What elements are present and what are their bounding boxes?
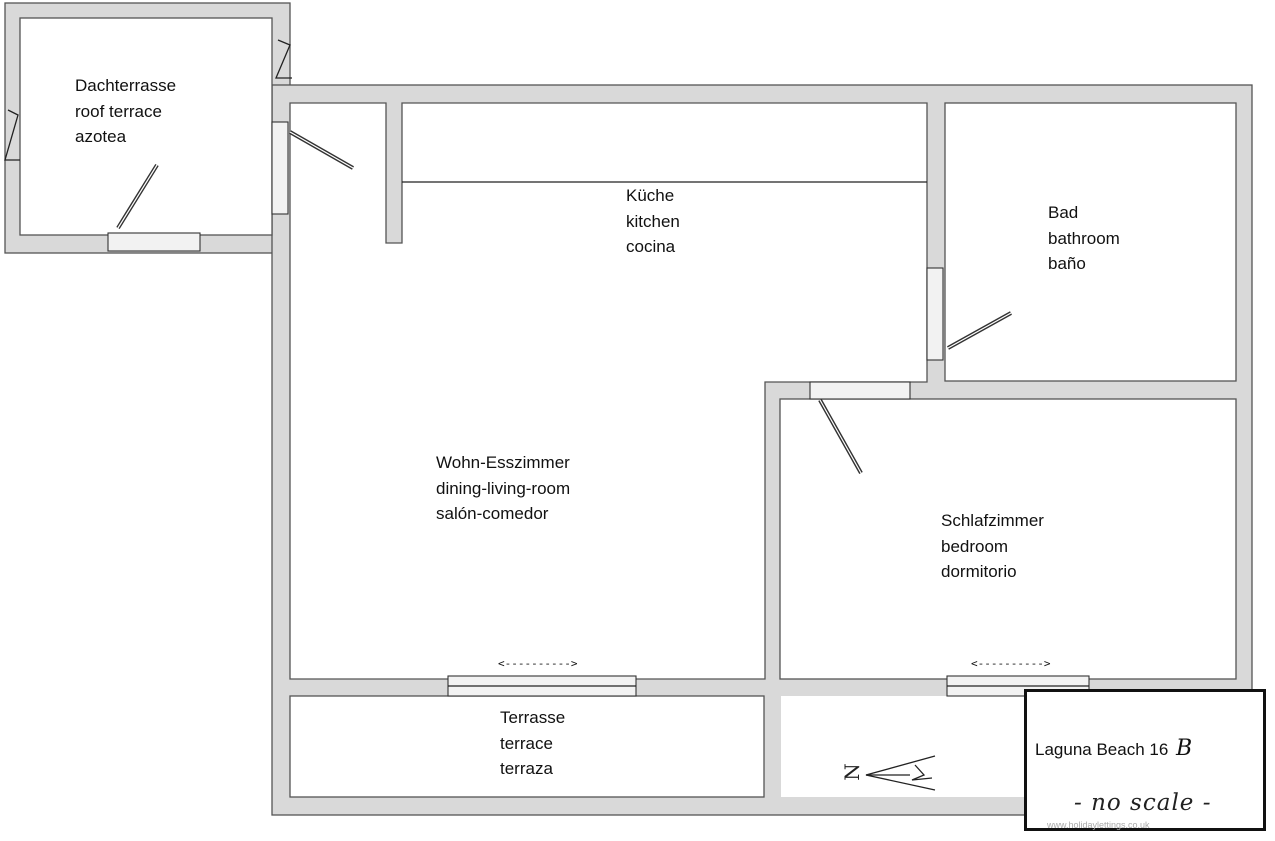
bedroom-label-es: dormitorio bbox=[941, 562, 1017, 581]
north-arrow-feather bbox=[911, 764, 933, 781]
roof-terrace-label-de: Dachterrasse bbox=[75, 76, 177, 95]
bathroom-label: Bad bathroom baño bbox=[1048, 200, 1120, 277]
bedroom-door-frame bbox=[809, 381, 911, 400]
exterior-terrace-floor bbox=[781, 696, 1036, 797]
bathroom-label-en: bathroom bbox=[1048, 228, 1120, 248]
roof-terrace-window bbox=[107, 232, 201, 252]
bathroom-label-de: Bad bbox=[1048, 203, 1079, 222]
bedroom-label-en: bedroom bbox=[941, 536, 1009, 556]
roof-terrace-inner-door-core bbox=[117, 164, 158, 229]
project-name-suffix: B bbox=[1176, 736, 1193, 761]
break-mark-left bbox=[4, 109, 20, 161]
terrace-label: Terrasse terrace terraza bbox=[500, 705, 565, 782]
bathroom-floor bbox=[944, 102, 1237, 382]
roof-terrace-floor bbox=[19, 17, 273, 236]
roof-terrace-door-frame bbox=[271, 121, 289, 215]
windows bbox=[107, 121, 1090, 697]
terrace-label-de: Terrasse bbox=[500, 708, 566, 727]
bedroom-floor bbox=[779, 398, 1237, 680]
doors bbox=[116, 130, 1012, 474]
bathroom-label-es: baño bbox=[1048, 254, 1086, 273]
kitchen-label-de: Küche bbox=[626, 186, 675, 205]
kitchen-label: Küche kitchen cocina bbox=[626, 183, 680, 260]
roof-terrace-label-es: azotea bbox=[75, 127, 127, 146]
roof-terrace-label-en: roof terrace bbox=[75, 101, 162, 121]
living-room-label: Wohn-Esszimmer dining-living-room salón-… bbox=[436, 450, 570, 527]
living-sliding-door-arrow: <----------> bbox=[498, 657, 578, 670]
terrace-floor bbox=[289, 695, 765, 798]
bedroom-door-core bbox=[819, 399, 862, 474]
bathroom-door-frame bbox=[926, 267, 944, 361]
room-interiors bbox=[19, 17, 1237, 798]
north-arrow-icon bbox=[865, 755, 936, 791]
break-marks bbox=[4, 39, 292, 161]
bedroom-sliding-door-arrow: <----------> bbox=[971, 657, 1051, 670]
terrace-label-en: terrace bbox=[500, 733, 553, 753]
scale-note: - no scale - bbox=[1074, 790, 1212, 816]
bedroom-label: Schlafzimmer bedroom dormitorio bbox=[941, 508, 1044, 585]
terrace-label-es: terraza bbox=[500, 759, 553, 778]
living-room-label-en: dining-living-room bbox=[436, 478, 571, 498]
entry-door-core bbox=[289, 131, 354, 169]
title-block: Laguna Beach 16 B - no scale - www.holid… bbox=[1024, 689, 1266, 831]
watermark-text: www.holidaylettings.co.uk bbox=[1047, 820, 1150, 830]
bathroom-door-core bbox=[947, 312, 1012, 349]
break-mark-top bbox=[275, 39, 292, 79]
roof-terrace-label: Dachterrasse roof terrace azotea bbox=[75, 73, 176, 150]
living-room-label-es: salón-comedor bbox=[436, 504, 549, 523]
living-room-label-de: Wohn-Esszimmer bbox=[436, 453, 570, 472]
project-name: Laguna Beach 16 B bbox=[1035, 736, 1192, 761]
bedroom-label-de: Schlafzimmer bbox=[941, 511, 1044, 530]
kitchen-label-es: cocina bbox=[626, 237, 676, 256]
kitchen-label-en: kitchen bbox=[626, 211, 680, 231]
north-label: N bbox=[839, 763, 864, 781]
project-name-text: Laguna Beach 16 bbox=[1035, 740, 1169, 759]
